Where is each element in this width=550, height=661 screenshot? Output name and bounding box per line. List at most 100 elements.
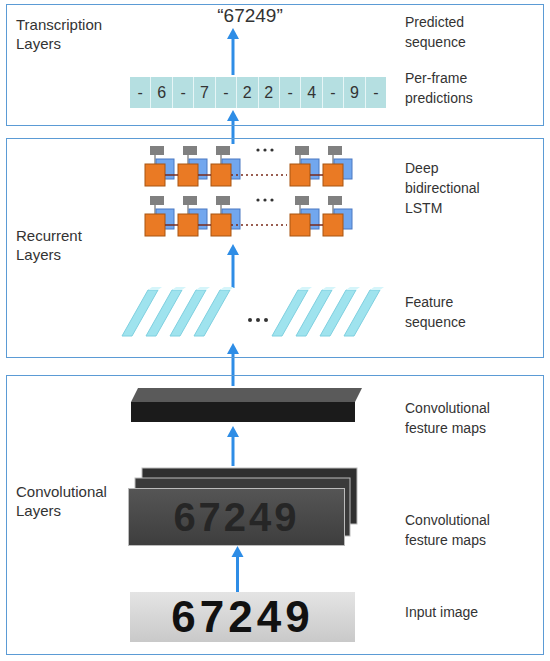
lstm-output (183, 196, 197, 205)
arrow-line (236, 555, 239, 592)
feature-slab-top (346, 287, 360, 290)
arrow-head (232, 546, 244, 557)
arrow-head (227, 343, 239, 354)
lstm-cell (290, 214, 310, 236)
frame-prediction: - (130, 77, 150, 108)
feature-slab-top (298, 287, 312, 290)
ellipsis-dot (256, 318, 260, 322)
arrow-head (227, 244, 239, 255)
layer-heading: Convolutional Layers (16, 482, 120, 520)
lstm-link (221, 205, 222, 214)
ellipsis-dot (270, 148, 273, 151)
frame-prediction: 4 (300, 77, 321, 108)
lstm-output (328, 146, 342, 155)
digit-text: 67249 (171, 592, 313, 642)
lstm-link (231, 224, 287, 226)
feature-slab-top (370, 287, 384, 290)
lstm-cell (323, 214, 343, 236)
lstm-cell (323, 164, 343, 186)
lstm-link (333, 205, 334, 214)
frame-prediction: 2 (236, 77, 257, 108)
lstm-link (333, 155, 334, 164)
feature-slab-top (322, 287, 336, 290)
lstm-link (198, 174, 211, 176)
flow-arrow (232, 38, 235, 75)
feature-slab-top (220, 287, 234, 290)
feature-slab-top (148, 287, 162, 290)
lstm-output (216, 196, 230, 205)
ellipsis-dot (256, 198, 259, 201)
ellipsis-dot (264, 318, 268, 322)
frame-prediction: 2 (258, 77, 279, 108)
lstm-cell (178, 214, 198, 236)
lstm-cell (211, 214, 231, 236)
arrow-head (227, 28, 239, 39)
lstm-link (188, 155, 189, 164)
lstm-cell (145, 164, 165, 186)
lstm-output (295, 196, 309, 205)
lstm-output (183, 146, 197, 155)
frame-prediction: 9 (343, 77, 364, 108)
input-image: 67249 (130, 592, 355, 642)
lstm-link (155, 205, 156, 214)
lstm-link (310, 174, 323, 176)
lstm-link (221, 155, 222, 164)
side-label: Deep bidirectional LSTM (405, 158, 505, 218)
side-label: Convolutional festure maps (405, 398, 505, 438)
frame-prediction: - (322, 77, 343, 108)
ellipsis-dot (248, 318, 252, 322)
lstm-output (328, 196, 342, 205)
lstm-cell (211, 164, 231, 186)
feature-map: 67249 (128, 488, 345, 546)
lstm-cell (178, 164, 198, 186)
lstm-link (231, 174, 287, 176)
lstm-link (300, 205, 301, 214)
lstm-output (216, 146, 230, 155)
side-label: Predicted sequence (405, 12, 505, 52)
flow-arrow (232, 436, 235, 466)
side-label: Feature sequence (405, 292, 505, 332)
ellipsis-dot (270, 198, 273, 201)
feature-block-top (131, 388, 362, 402)
side-label: Convolutional festure maps (405, 510, 505, 550)
feature-slab (344, 290, 380, 336)
lstm-link (165, 174, 178, 176)
frame-prediction: - (279, 77, 300, 108)
ellipsis-dot (263, 198, 266, 201)
arrow-head (227, 110, 239, 121)
ellipsis-dot (256, 148, 259, 151)
digit-text: 67249 (173, 495, 299, 540)
layer-heading: Recurrent Layers (16, 226, 120, 264)
lstm-link (155, 155, 156, 164)
lstm-cell (145, 214, 165, 236)
lstm-link (310, 224, 323, 226)
feature-slab-top (196, 287, 210, 290)
frame-prediction: 6 (150, 77, 171, 108)
flow-arrow (232, 120, 235, 144)
lstm-link (165, 224, 178, 226)
frame-prediction: - (365, 77, 386, 108)
flow-arrow (232, 546, 244, 592)
layer-heading: Transcription Layers (16, 15, 120, 53)
side-label: Per-frame predictions (405, 68, 505, 108)
frame-prediction: - (172, 77, 193, 108)
lstm-link (300, 155, 301, 164)
lstm-output (150, 196, 164, 205)
frame-prediction: - (215, 77, 236, 108)
lstm-link (188, 205, 189, 214)
prediction-strip: -6-7-22-4-9- (130, 77, 386, 108)
feature-slab (194, 290, 230, 336)
feature-slab-top (172, 287, 186, 290)
frame-prediction: 7 (193, 77, 214, 108)
predicted-text: “67249” (195, 4, 305, 27)
lstm-cell (290, 164, 310, 186)
feature-block (131, 402, 355, 422)
lstm-output (295, 146, 309, 155)
lstm-link (198, 224, 211, 226)
side-label: Input image (405, 602, 505, 622)
flow-arrow (232, 254, 235, 288)
arrow-head (227, 426, 239, 437)
lstm-output (150, 146, 164, 155)
ellipsis-dot (263, 148, 266, 151)
